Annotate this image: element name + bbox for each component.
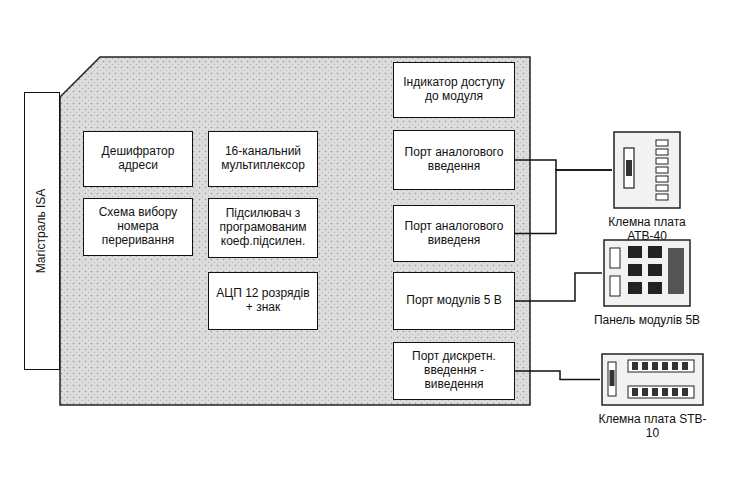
amplifier-box: Підсилювач з програмованим коеф.підсилен… <box>208 198 318 258</box>
port-box: Порт дискретн. введення - виведення <box>393 342 515 400</box>
device-caption: Клемна плата STB-10 <box>593 413 713 441</box>
interrupt-box: Схема вибору номера переривання <box>83 198 193 256</box>
terminal-board: Клемна плата STB-10 <box>600 352 705 407</box>
module-panel: Панель модулів 5В <box>602 238 692 308</box>
board-outline <box>60 57 530 405</box>
port-box: Порт модулів 5 В <box>393 272 515 330</box>
decoder-box: Дешифратор адреси <box>83 131 193 187</box>
bus-label: Магістраль ISA <box>35 189 49 274</box>
connector-line <box>515 371 600 380</box>
block-label: Порт аналогового виведеня <box>398 220 510 248</box>
block-label: Порт аналогового введення <box>398 146 510 174</box>
block-label: 16-канальний мультиплексор <box>213 145 313 173</box>
adc-box: АЦП 12 розрядів + знак <box>208 272 318 330</box>
bus-bar: Магістраль ISA <box>24 92 60 370</box>
block-label: Схема вибору номера переривання <box>88 206 188 247</box>
terminal-board-art <box>600 352 705 407</box>
block-label: АЦП 12 розрядів + знак <box>213 287 313 315</box>
connector-line <box>515 160 612 170</box>
block-label: Порт дискретн. введення - виведення <box>398 350 510 391</box>
terminal-board-art <box>612 130 682 210</box>
port-box: Порт аналогового введення <box>393 130 515 190</box>
terminal-board: Клемна плата АТВ-40 <box>612 130 682 210</box>
connector-line <box>515 273 602 301</box>
block-label: Порт модулів 5 В <box>406 294 501 308</box>
device-caption: Панель модулів 5В <box>587 314 707 328</box>
module-panel-art <box>602 238 692 308</box>
block-label: Підсилювач з програмованим коеф.підсилен… <box>213 207 313 248</box>
block-label: Індикатор доступу до модуля <box>398 76 510 104</box>
block-label: Дешифратор адреси <box>88 145 188 173</box>
multiplexer-box: 16-канальний мультиплексор <box>208 131 318 187</box>
port-box: Порт аналогового виведеня <box>393 205 515 262</box>
indicator-box: Індикатор доступу до модуля <box>393 62 515 118</box>
